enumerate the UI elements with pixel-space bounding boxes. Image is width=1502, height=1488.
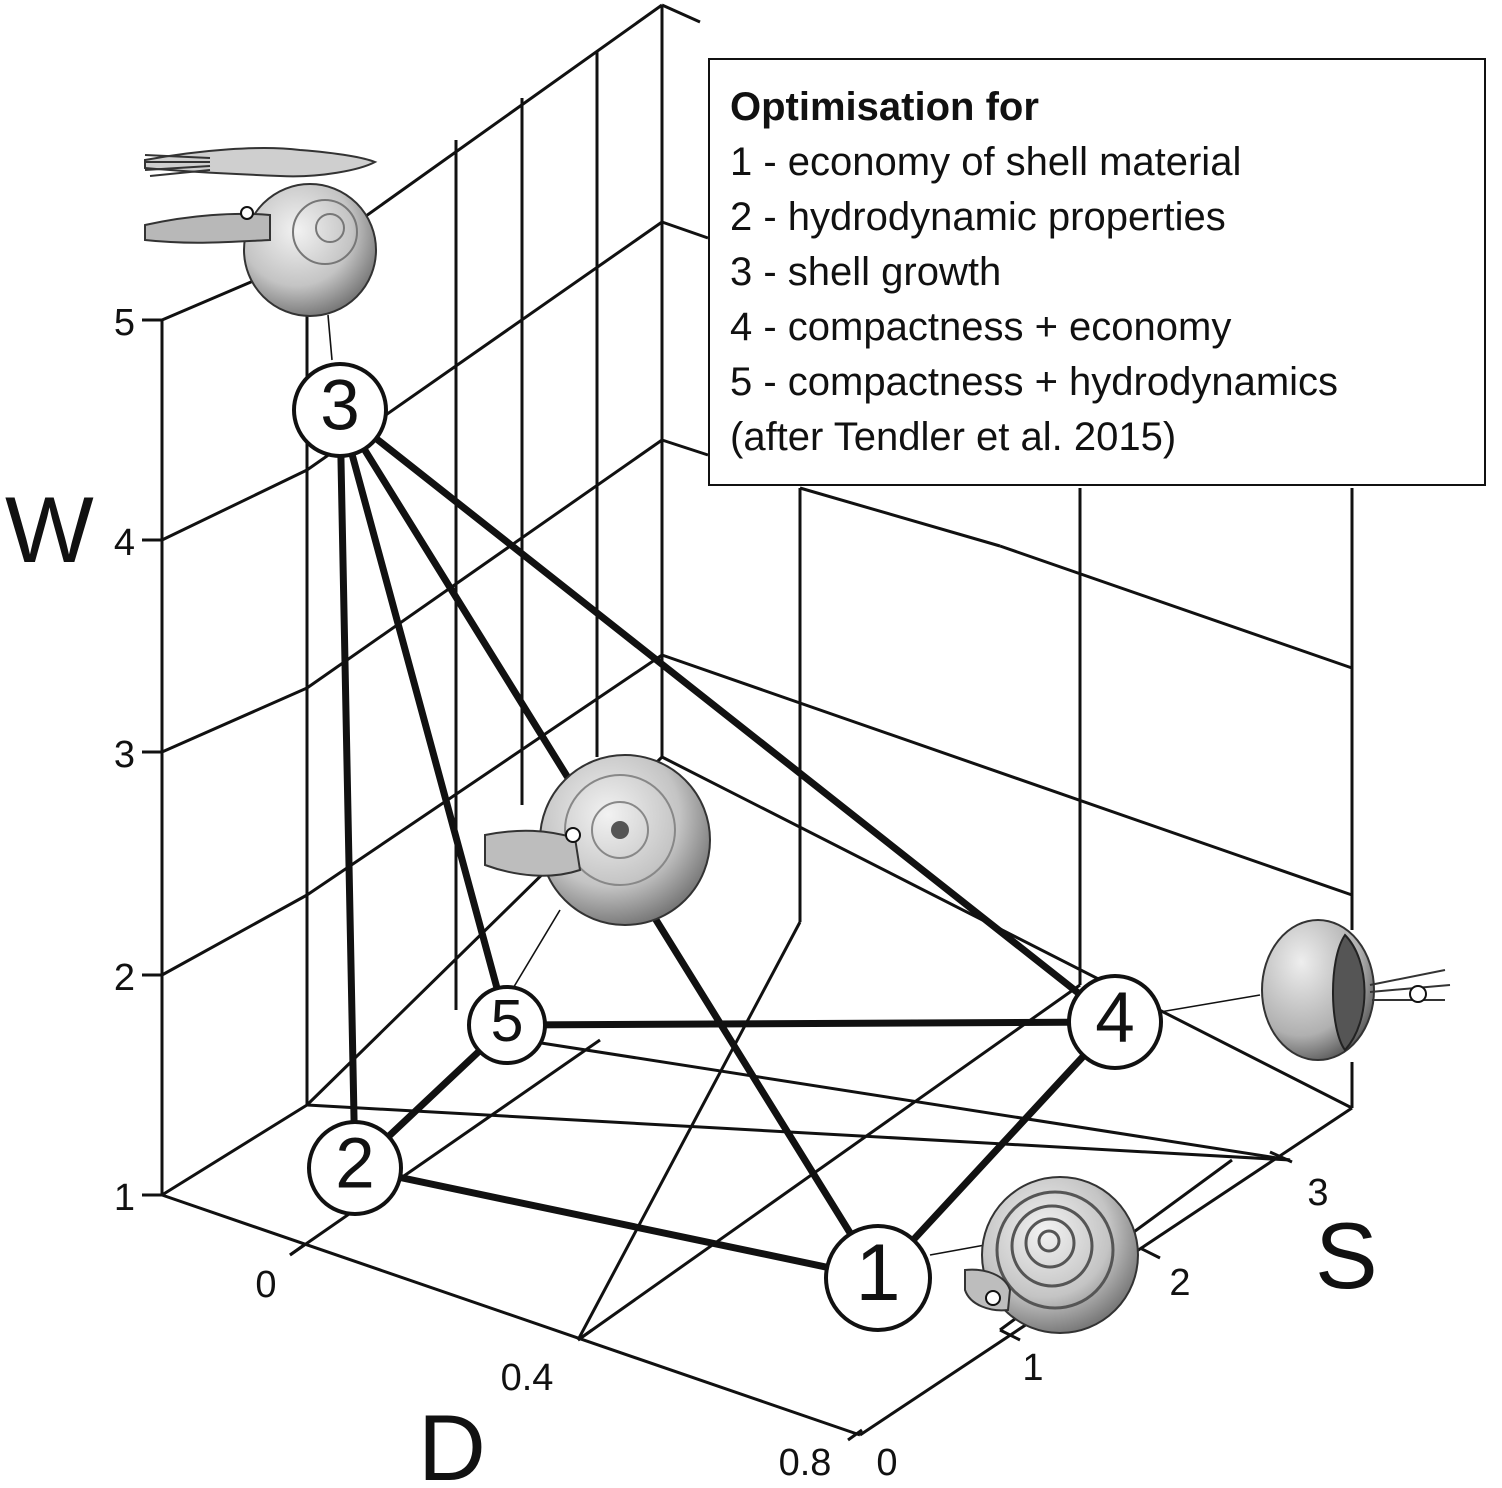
s-tick-label: 1 [1022,1347,1043,1389]
node-circle [292,362,388,458]
tick-mark [577,1328,593,1342]
shell-illustration-node1 [964,1176,1139,1334]
edge-3-2 [336,406,359,1172]
node-label: 2 [335,1124,375,1203]
grid-line [521,1038,1291,1162]
w-tick-label: 2 [114,957,135,999]
tick-mark [1269,1150,1293,1164]
legend-item: 3 - shell growth [730,250,1002,294]
node-1: 1 [824,1224,932,1332]
grid-line [661,3,701,24]
w-axis-title: W [5,477,94,582]
w-tick-label: 4 [114,522,135,564]
axis-labels: W D S 1 2 3 4 5 0 0.4 0.8 0 1 2 3 [5,302,1378,1488]
s-tick-label: 2 [1169,1262,1190,1304]
edge-3-5 [336,406,511,1029]
shell-illustration-node4 [1261,919,1451,1061]
shell-illustration-node5 [484,754,711,926]
connector-line [511,909,561,991]
d-axis-title: D [418,1395,486,1483]
grid-line [161,1103,308,1197]
edge-1-4 [874,1018,1119,1282]
node-label: 5 [491,988,524,1054]
grid-line [576,921,802,1341]
tick-mark [847,1428,863,1442]
grid-line [161,893,308,977]
tick-mark [1139,1246,1161,1260]
legend-item: 2 - hydrodynamic properties [730,195,1226,239]
grid-line [661,438,709,457]
grid-line [999,544,1353,670]
legend-title: Optimisation for [730,85,1039,129]
grid-line [661,220,709,240]
d-tick-label: 0 [255,1264,276,1306]
s-tick-label: 0 [876,1442,897,1483]
grid-line [161,468,308,542]
legend-item: 5 - compactness + hydrodynamics [730,360,1339,404]
legend-box: Optimisation for 1 - economy of shell ma… [708,58,1486,486]
node-label: 1 [855,1228,900,1318]
grid-line [306,1103,1291,1162]
node-circle [307,1120,403,1216]
edge-5-4 [503,1018,1119,1029]
grid-line [289,1038,601,1257]
grid-line [306,653,663,897]
d-tick-label: 0.8 [779,1442,832,1483]
grid-line [306,438,663,690]
node-circle [1067,974,1163,1070]
node-2: 2 [307,1120,403,1216]
shell-illustration-node3 [144,183,377,317]
d-axis-line [161,1193,861,1437]
s-tick-label: 3 [1307,1172,1328,1214]
grid-line [161,686,308,754]
node-label: 4 [1095,978,1135,1057]
node-label: 3 [320,366,360,445]
edge-3-4 [336,406,1119,1026]
grid-line [577,983,1081,1342]
d-tick-label: 0.4 [501,1357,554,1399]
legend-source: (after Tendler et al. 2015) [730,415,1177,459]
tick-mark [999,1328,1021,1342]
legend-item: 1 - economy of shell material [730,140,1242,184]
illustration-connectors [327,314,1261,1256]
grid-line [661,653,1353,897]
node-circle [824,1224,932,1332]
node-4: 4 [1067,974,1163,1070]
squid-illustration [144,147,378,178]
legend-item: 4 - compactness + economy [730,305,1232,349]
tick-mark [289,1243,305,1257]
node-5: 5 [467,985,547,1065]
connector-line [327,314,333,361]
s-axis-title: S [1315,1203,1378,1308]
w-tick-label: 1 [114,1177,135,1219]
w-tick-label: 3 [114,734,135,776]
w-tick-label: 5 [114,302,135,344]
connector-line [1159,994,1261,1013]
network-nodes: 1 2 3 4 5 [292,362,1163,1332]
grid-line [799,486,1001,548]
node-3: 3 [292,362,388,458]
connector-line [929,1244,986,1256]
edge-2-1 [351,1164,882,1282]
node-circle [467,985,547,1065]
